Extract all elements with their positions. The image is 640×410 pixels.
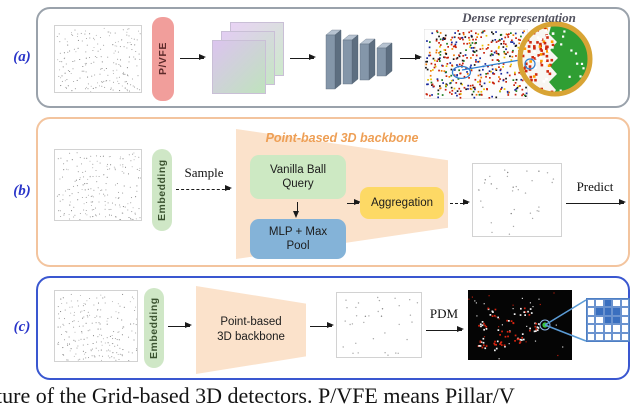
grid-cell [612,307,621,316]
sparse-points-image [472,163,562,237]
grid-cell [603,315,613,325]
vanilla-ball-query-label: Vanilla Ball Query [269,163,327,190]
grid-cell [612,324,621,333]
lidar-pointcloud-image [54,290,138,362]
detection-bev-image [468,290,572,360]
arrow-right-icon [347,199,361,206]
feature-maps-stack [212,22,284,94]
panel-c-label: (c) [13,319,31,335]
sparse-points-image [336,292,422,358]
backbone-label: Point-based 3D backbone [217,316,285,343]
arrow-right-icon [290,54,316,61]
pdm-label: PDM [429,306,459,321]
grid-cell [595,324,604,333]
magnifier-circle-icon [516,20,594,98]
embedding-label: Embedding [156,159,168,221]
lidar-pointcloud-image [54,25,142,93]
pvfe-encoder-pill: P/VFE [152,17,174,101]
dashed-arrow-icon [176,185,232,192]
grid-cell [587,332,596,341]
embedding-pill: Embedding [144,288,164,368]
panel-b-point-based-pipeline: Embedding Sample Point-based 3D backbone… [36,117,630,267]
grid-cell [595,307,604,316]
dense-representation-label: Dense representation [462,10,576,25]
arrow-right-icon [566,199,626,206]
grid-cell [612,315,621,325]
grid-cell [612,332,621,341]
pvfe-label: P/VFE [157,42,169,76]
grid-cell [603,307,613,316]
aggregation-label: Aggregation [370,196,434,209]
embedding-pill: Embedding [152,149,172,231]
panel-a-grid-based-pipeline: P/VFE Dense representation [36,7,630,108]
grid-cell [595,299,604,308]
grid-cell [587,315,596,325]
embedding-label: Embedding [148,297,160,359]
predict-label: Predict [576,179,614,194]
grid-cell [603,299,613,308]
backbone-label-wrap: Point-based 3D backbone [196,286,306,374]
backbone-title: Point-based 3D backbone [265,131,419,145]
anchor-grid [586,298,630,342]
grid-cell [620,332,629,341]
dashed-arrow-icon [450,199,470,206]
grid-cell [612,299,621,308]
grid-cell [587,307,596,316]
grid-cell [620,315,629,325]
grid-cell [595,315,604,325]
lidar-pointcloud-image [54,149,142,221]
panel-a-label: (a) [13,49,31,65]
arrow-down-icon [293,202,300,218]
feature-map-layer [212,40,266,94]
sample-label: Sample [184,165,224,180]
vanilla-ball-query-box: Vanilla Ball Query [250,155,346,199]
cnn-backbone-icon [320,21,396,97]
figure-caption: ture of the Grid-based 3D detectors. P/V… [0,383,515,408]
grid-cell [620,307,629,316]
arrow-right-icon [180,54,206,61]
arrow-right-icon [168,322,192,329]
mlp-maxpool-box: MLP + Max Pool [250,219,346,259]
arrow-right-icon [310,322,334,329]
zoom-lines-icon [544,299,587,342]
grid-cell [587,324,596,333]
grid-cell [620,299,629,308]
zoom-link-line [461,59,521,71]
grid-cell [587,299,596,308]
panel-c-proposed-pipeline: Embedding Point-based 3D backbone PDM [36,276,630,380]
panel-b-label: (b) [13,183,31,199]
arrow-right-icon [400,54,422,61]
grid-cell [603,332,613,341]
mlp-maxpool-label: MLP + Max Pool [268,225,328,252]
aggregation-box: Aggregation [360,187,444,219]
grid-cell [603,324,613,333]
arrow-right-icon [426,326,464,333]
grid-cell [620,324,629,333]
grid-cell [595,332,604,341]
